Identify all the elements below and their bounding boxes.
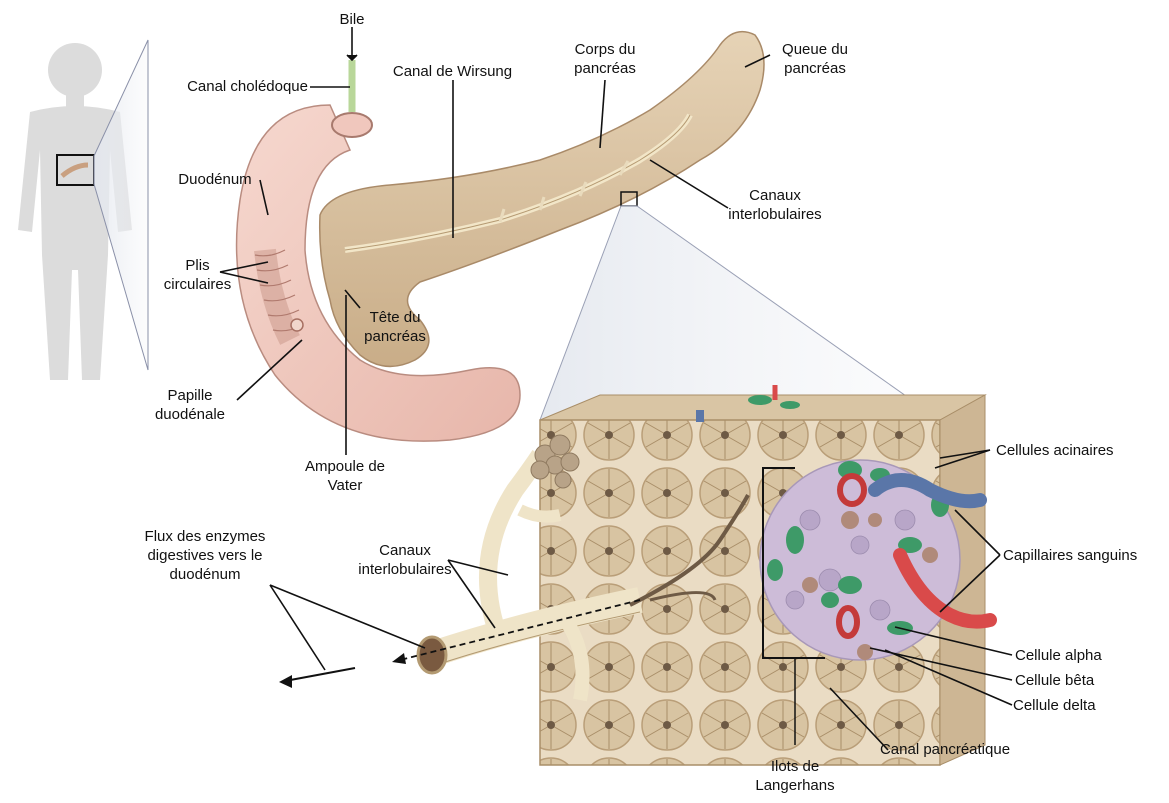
label-papille-line2: duodénale [140, 405, 240, 424]
flow-arrowhead-main [279, 675, 292, 688]
label-ampoule-line1: Ampoule de [290, 457, 400, 476]
label-canaux-interlobulaires-top: Canaux interlobulaires [710, 186, 840, 224]
label-ampoule-line2: Vater [290, 476, 400, 495]
label-cellule-alpha: Cellule alpha [1015, 646, 1145, 665]
label-ilots-line2: Langerhans [740, 776, 850, 795]
label-canaux-bottom-line2: interlobulaires [340, 560, 470, 579]
label-ilots-langerhans: Ilots de Langerhans [740, 757, 850, 795]
label-bile: Bile [332, 10, 372, 29]
label-papille-line1: Papille [140, 386, 240, 405]
label-cellule-beta: Cellule bêta [1015, 671, 1145, 690]
label-flux-line1: Flux des enzymes [125, 527, 285, 546]
label-cellules-acinaires: Cellules acinaires [996, 441, 1146, 460]
label-cellule-delta: Cellule delta [1013, 696, 1143, 715]
zoom-wedge-block [540, 206, 940, 420]
label-canaux-top-line1: Canaux [710, 186, 840, 205]
label-capillaires-sanguins: Capillaires sanguins [1003, 546, 1163, 565]
label-flux-line2: digestives vers le [125, 546, 285, 565]
label-tete-line2: pancréas [345, 327, 445, 346]
label-corps-pancreas-line1: Corps du [550, 40, 660, 59]
label-canal-pancreatique: Canal pancréatique [860, 740, 1030, 759]
label-papille-duodenale: Papille duodénale [140, 386, 240, 424]
label-tete-line1: Tête du [345, 308, 445, 327]
label-corps-pancreas: Corps du pancréas [550, 40, 660, 78]
label-queue-pancreas-line1: Queue du [765, 40, 865, 59]
label-canaux-top-line2: interlobulaires [710, 205, 840, 224]
label-canaux-bottom-line1: Canaux [340, 541, 470, 560]
label-canal-choledoque: Canal cholédoque [140, 77, 308, 96]
label-ampoule-vater: Ampoule de Vater [290, 457, 400, 495]
label-corps-pancreas-line2: pancréas [550, 59, 660, 78]
label-canaux-interlobulaires-bottom: Canaux interlobulaires [340, 541, 470, 579]
label-plis-circulaires: Plis circulaires [150, 256, 245, 294]
label-plis-line2: circulaires [150, 275, 245, 294]
flow-arrow-main [285, 668, 355, 681]
label-tete-pancreas: Tête du pancréas [345, 308, 445, 346]
label-duodenum: Duodénum [150, 170, 280, 189]
label-flux-line3: duodénum [125, 565, 285, 584]
label-flux-enzymes: Flux des enzymes digestives vers le duod… [125, 527, 285, 584]
flow-arrowhead-dashed [392, 653, 406, 664]
label-plis-line1: Plis [150, 256, 245, 275]
label-canal-wirsung: Canal de Wirsung [375, 62, 530, 81]
label-queue-pancreas: Queue du pancréas [765, 40, 865, 78]
label-queue-pancreas-line2: pancréas [765, 59, 865, 78]
label-ilots-line1: Ilots de [740, 757, 850, 776]
